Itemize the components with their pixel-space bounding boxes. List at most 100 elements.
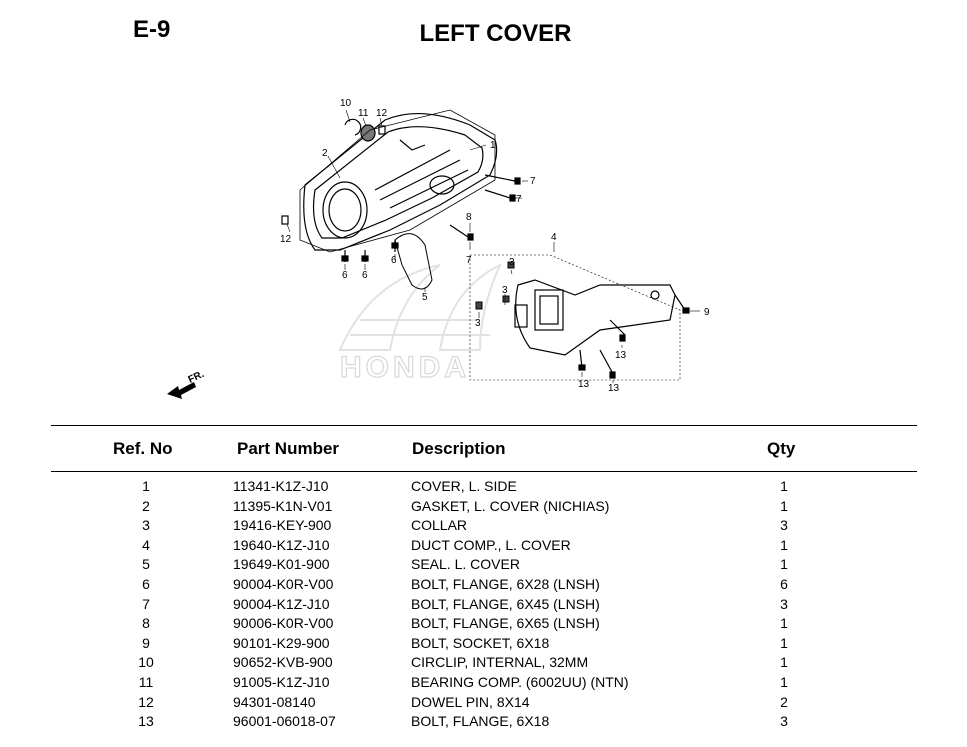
table-row: 10 90652-KVB-900 CIRCLIP, INTERNAL, 32MM 1	[0, 654, 967, 674]
qty: 6	[780, 575, 788, 592]
qty: 3	[780, 713, 788, 730]
parts-table: 1 11341-K1Z-J10 COVER, L. SIDE 1 2 11395-K1N…	[0, 478, 967, 733]
callout-12: 12	[280, 234, 292, 245]
ref-no: 11	[138, 673, 154, 690]
ref-no: 5	[142, 556, 150, 573]
callout-6: 6	[391, 255, 397, 266]
description: COVER, L. SIDE	[411, 478, 517, 494]
front-arrow-icon: FR.	[167, 369, 206, 399]
qty: 3	[780, 517, 788, 534]
part-number: 11395-K1N-V01	[233, 497, 333, 514]
part-number: 19416-KEY-900	[233, 517, 332, 534]
callout-4: 4	[551, 232, 557, 243]
table-row: 11 91005-K1Z-J10 BEARING COMP. (6002UU) (N…	[0, 674, 967, 694]
description: SEAL. L. COVER	[411, 556, 520, 573]
callout-3: 3	[509, 257, 515, 268]
gasket	[299, 109, 496, 253]
callout-7: 7	[530, 176, 536, 187]
callout-13: 13	[615, 350, 627, 361]
duct-comp	[469, 254, 681, 381]
part-number: 11341-K1Z-J10	[233, 478, 329, 494]
callout-8: 8	[466, 212, 472, 223]
callout-3: 3	[475, 318, 481, 329]
qty: 2	[780, 693, 788, 710]
qty: 1	[780, 478, 788, 494]
qty: 1	[780, 497, 788, 514]
bolts	[341, 174, 690, 379]
part-number: 90652-KVB-900	[233, 654, 333, 671]
ref-no: 3	[142, 517, 150, 534]
description: BEARING COMP. (6002UU) (NTN)	[411, 673, 629, 690]
header-part-number: Part Number	[237, 439, 340, 458]
qty: 1	[780, 673, 788, 690]
seal-ring	[394, 233, 433, 290]
table-row: 13 96001-06018-07 BOLT, FLANGE, 6X18 3	[0, 713, 967, 733]
ref-no: 13	[138, 713, 154, 730]
honda-watermark: HONDA	[340, 351, 470, 384]
bearing-and-circlip	[281, 118, 386, 225]
description: COLLAR	[411, 517, 468, 534]
parts-diagram: HONDA	[167, 98, 710, 399]
qty: 1	[780, 615, 788, 632]
callout-1: 1	[490, 140, 496, 151]
honda-wing-watermark	[338, 262, 503, 351]
description: BOLT, FLANGE, 6X65 (LNSH)	[411, 615, 600, 632]
left-side-cover	[303, 113, 498, 251]
qty: 1	[780, 654, 788, 671]
callout-2: 2	[322, 148, 328, 159]
ref-no: 1	[142, 478, 150, 494]
callout-9: 9	[704, 307, 710, 318]
description: DUCT COMP., L. COVER	[411, 536, 571, 553]
description: CIRCLIP, INTERNAL, 32MM	[411, 654, 589, 671]
table-row: 7 90004-K1Z-J10 BOLT, FLANGE, 6X45 (LNSH) 3	[0, 596, 967, 616]
qty: 3	[780, 595, 788, 612]
ref-no: 6	[142, 575, 150, 592]
callout-12: 12	[376, 108, 388, 119]
header-ref-no: Ref. No	[113, 439, 173, 458]
part-number: 96001-06018-07	[233, 713, 336, 730]
ref-no: 8	[142, 615, 150, 632]
part-number: 90101-K29-900	[233, 634, 330, 651]
page-code: E-9	[133, 16, 171, 43]
ref-no: 9	[142, 634, 150, 651]
qty: 1	[780, 634, 788, 651]
ref-no: 10	[138, 654, 154, 671]
part-number: 94301-08140	[233, 693, 316, 710]
part-number: 19640-K1Z-J10	[233, 536, 330, 553]
table-top-rule	[51, 425, 917, 426]
header-qty: Qty	[767, 439, 796, 458]
part-number: 91005-K1Z-J10	[233, 673, 330, 690]
header-description: Description	[412, 439, 506, 458]
leader-lines	[286, 109, 700, 383]
page-title: LEFT COVER	[419, 20, 572, 47]
description: BOLT, FLANGE, 6X28 (LNSH)	[411, 575, 600, 592]
part-number: 90004-K1Z-J10	[233, 595, 330, 612]
table-row: 12 94301-08140 DOWEL PIN, 8X14 2	[0, 694, 967, 714]
table-row: 9 90101-K29-900 BOLT, SOCKET, 6X18 1	[0, 635, 967, 655]
ref-no: 12	[138, 693, 154, 710]
qty: 1	[780, 536, 788, 553]
callout-11: 11	[358, 108, 369, 119]
callout-13: 13	[578, 379, 590, 390]
description: BOLT, FLANGE, 6X18	[411, 713, 550, 730]
callout-3: 3	[502, 285, 508, 296]
table-row: 3 19416-KEY-900 COLLAR 3	[0, 517, 967, 537]
callout-6: 6	[342, 270, 348, 281]
qty: 1	[780, 556, 788, 573]
description: DOWEL PIN, 8X14	[411, 693, 530, 710]
collars	[475, 261, 515, 310]
part-number: 90004-K0R-V00	[233, 575, 334, 592]
description: BOLT, SOCKET, 6X18	[411, 634, 550, 651]
table-header-rule	[51, 471, 917, 472]
callout-13: 13	[608, 383, 620, 394]
ref-no: 7	[142, 595, 150, 612]
description: BOLT, FLANGE, 6X45 (LNSH)	[411, 595, 600, 612]
table-row: 1 11341-K1Z-J10 COVER, L. SIDE 1	[0, 478, 967, 498]
callout-6: 6	[362, 270, 368, 281]
table-row: 6 90004-K0R-V00 BOLT, FLANGE, 6X28 (LNSH) 6	[0, 576, 967, 596]
ref-no: 2	[142, 497, 150, 514]
